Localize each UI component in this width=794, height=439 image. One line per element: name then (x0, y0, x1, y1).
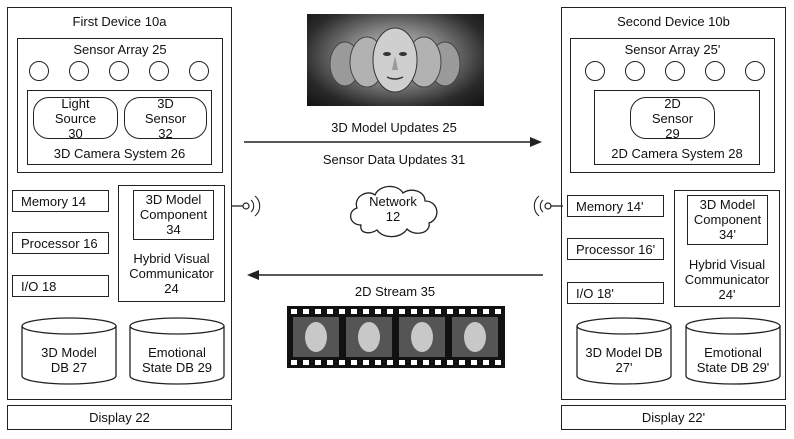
sensor-updates-label: Sensor Data Updates 31 (322, 152, 466, 167)
second-3d-model-component (687, 195, 768, 245)
3d-heads-image (307, 14, 484, 106)
first-io: I/O 18 (12, 275, 109, 297)
second-io: I/O 18' (567, 282, 664, 304)
second-processor: Processor 16' (567, 238, 664, 260)
sensor-circle-icon (189, 61, 209, 81)
second-sensor-array-label: Sensor Array 25' (624, 42, 721, 57)
sensor-circle-icon (585, 61, 605, 81)
second-device-title: Second Device 10b (617, 14, 730, 29)
first-communicator-label: Hybrid Visual Communicator 24 (129, 251, 214, 296)
sensor-circle-icon (625, 61, 645, 81)
sensor-circle-icon (109, 61, 129, 81)
second-3d-model-db-label: 3D Model DB 27' (585, 345, 663, 375)
second-3d-model-db-icon (576, 317, 672, 385)
sensor-circle-icon (69, 61, 89, 81)
network-cloud-icon (350, 185, 438, 238)
2d-stream-filmstrip (287, 306, 505, 368)
network-label: Network 12 (369, 194, 417, 224)
2d-sensor: 2D Sensor 29 (630, 96, 715, 141)
first-device-title: First Device 10a (72, 14, 167, 29)
light-source: Light Source 30 (33, 96, 118, 141)
sensor-circle-icon (665, 61, 685, 81)
first-emotional-db-icon (129, 317, 225, 385)
sensor-circle-icon (149, 61, 169, 81)
first-processor: Processor 16 (12, 232, 109, 254)
first-sensor-array-label: Sensor Array 25 (73, 42, 167, 57)
model-updates-arrow (244, 137, 542, 147)
first-display (7, 405, 232, 430)
second-display (561, 405, 786, 430)
sensor-circle-icon (29, 61, 49, 81)
sensor-circle-icon (705, 61, 725, 81)
first-3d-model-component (133, 190, 214, 240)
second-emotional-db-icon (685, 317, 781, 385)
first-emotional-db-label: Emotional State DB 29 (141, 345, 213, 375)
stream-label: 2D Stream 35 (354, 284, 436, 299)
first-3d-model-db-label: 3D Model DB 27 (41, 345, 97, 375)
second-emotional-db-label: Emotional State DB 29' (696, 345, 770, 375)
first-memory: Memory 14 (12, 190, 109, 212)
second-camera-system-label: 2D Camera System 28 (611, 146, 743, 161)
second-display-label: Display 22' (641, 410, 706, 425)
second-antenna-icon (533, 195, 563, 217)
second-communicator-label: Hybrid Visual Communicator 24' (684, 257, 770, 302)
second-memory: Memory 14' (567, 195, 664, 217)
second-3d-model-component-label: 3D Model Component 34' (693, 197, 762, 242)
sensor-circle-icon (745, 61, 765, 81)
first-3d-model-component-label: 3D Model Component 34 (139, 192, 208, 237)
model-updates-label: 3D Model Updates 25 (331, 120, 457, 135)
first-antenna-icon (231, 195, 261, 217)
3d-sensor: 3D Sensor 32 (124, 96, 207, 141)
first-display-label: Display 22 (89, 410, 150, 425)
first-3d-model-db-icon (21, 317, 117, 385)
first-camera-system-label: 3D Camera System 26 (53, 146, 186, 161)
stream-arrow (247, 270, 543, 280)
